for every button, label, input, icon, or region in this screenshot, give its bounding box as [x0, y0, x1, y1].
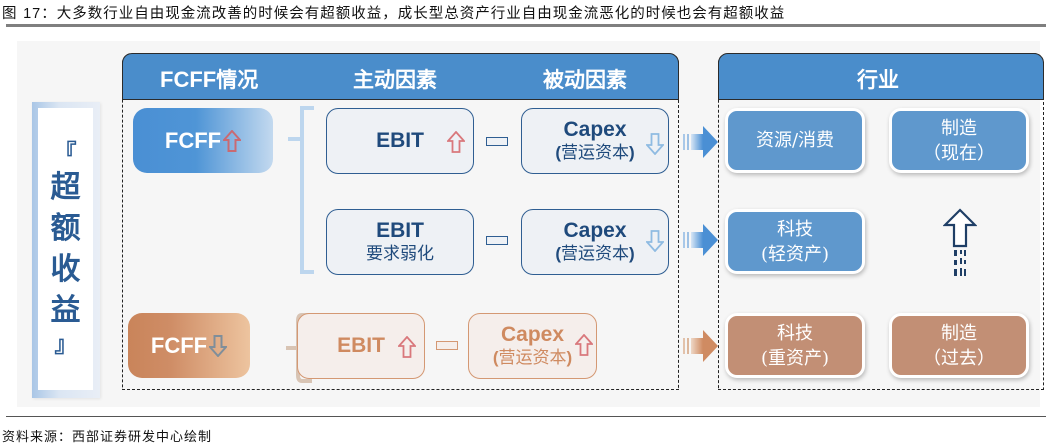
- ebit-box-brown: EBIT: [297, 313, 425, 379]
- factors-panel-header: FCFF情况 主动因素 被动因素: [122, 53, 679, 100]
- excess-return-label: 『 超 额 收 益 』: [32, 102, 100, 398]
- industry-note: (重资产): [760, 347, 830, 369]
- industry-name: 制造: [941, 322, 977, 344]
- paren: ): [629, 244, 635, 263]
- minus-operator-icon: [436, 341, 458, 350]
- industry-note: （过去）: [923, 347, 995, 369]
- label-char: 益: [50, 293, 81, 328]
- capex-box-brown: Capex (营运资本): [468, 313, 597, 379]
- ebit-label: EBIT: [376, 129, 424, 152]
- figure-number: 17: [23, 6, 42, 22]
- ebit-subtitle: 要求弱化: [366, 244, 434, 264]
- fcff-label: FCFF: [150, 332, 208, 358]
- industry-note: (轻资产): [760, 243, 830, 265]
- arrow-up-icon: [223, 129, 242, 152]
- label-close-bracket: 』: [54, 332, 77, 358]
- title-rule: [6, 24, 1046, 27]
- factors-panel: FCFF情况 主动因素 被动因素: [122, 53, 679, 390]
- ebit-weakened-box: EBIT 要求弱化: [326, 209, 474, 275]
- industry-name: 资源/消费: [755, 130, 835, 151]
- paren: ): [566, 348, 573, 367]
- ebit-box: EBIT: [326, 108, 474, 174]
- label-char: 超: [50, 170, 81, 205]
- fcff-label: FCFF: [164, 127, 222, 153]
- capex-label: Capex: [563, 219, 627, 242]
- paren: (: [555, 143, 561, 162]
- source-note: 资料来源：西部证券研发中心绘制: [2, 430, 213, 445]
- industry-tech-heavy-asset: 科技 (重资产): [725, 313, 865, 378]
- header-industry: 行业: [857, 67, 899, 92]
- arrow-up-icon: [575, 334, 593, 356]
- industry-name: 科技: [777, 218, 813, 240]
- header-fcff-latin: FCFF: [160, 67, 217, 92]
- label-open-bracket: 『: [54, 140, 77, 166]
- flow-arrow-icon: [683, 224, 718, 256]
- figure-title-prefix: 图: [2, 6, 24, 22]
- figure-title: 图 17：大多数行业自由现金流改善的时候会有超额收益，成长型总资产行业自由现金流…: [2, 2, 785, 23]
- minus-operator-icon: [486, 137, 508, 146]
- flow-arrow-icon: [683, 126, 718, 158]
- fcff-down-box: FCFF: [128, 313, 250, 378]
- industry-manufacturing-past: 制造 （过去）: [889, 313, 1029, 378]
- industry-panel: 行业: [718, 53, 1044, 390]
- arrow-down-icon: [646, 133, 664, 155]
- ebit-label: EBIT: [376, 219, 424, 242]
- figure-title-text: ：大多数行业自由现金流改善的时候会有超额收益，成长型总资产行业自由现金流恶化的时…: [41, 6, 786, 22]
- ebit-label: EBIT: [337, 334, 385, 357]
- arrow-up-icon: [398, 336, 416, 358]
- excess-return-label-inner: 『 超 额 收 益 』: [38, 108, 93, 390]
- industry-manufacturing-now: 制造 （现在）: [889, 108, 1029, 173]
- fcff-up-box: FCFF: [133, 108, 273, 173]
- header-passive-factors: 被动因素: [543, 67, 627, 92]
- arrow-down-icon: [646, 230, 664, 252]
- header-fcff-cn: 情况: [216, 67, 259, 92]
- label-char: 额: [50, 211, 81, 246]
- footer-rule: [6, 416, 1046, 417]
- flow-arrow-icon: [683, 330, 718, 362]
- capex-label: Capex: [500, 323, 565, 346]
- capex-label: Capex: [563, 118, 627, 141]
- arrow-down-icon: [209, 334, 228, 357]
- label-char: 收: [50, 252, 81, 287]
- industry-note: （现在）: [923, 142, 995, 164]
- transition-up-arrow-icon: [943, 208, 977, 276]
- industry-panel-header: 行业: [718, 53, 1044, 100]
- industry-tech-light-asset: 科技 (轻资产): [725, 209, 865, 274]
- blue-bracket-icon: [288, 106, 314, 274]
- capex-box: Capex (营运资本): [521, 209, 669, 275]
- industry-name: 制造: [941, 117, 977, 139]
- header-fcff: FCFF情况: [160, 64, 258, 94]
- working-capital-label: 营运资本: [561, 143, 629, 163]
- working-capital-label: 营运资本: [498, 348, 567, 368]
- paren: ): [629, 143, 635, 162]
- minus-operator-icon: [486, 236, 508, 245]
- arrow-up-icon: [447, 131, 465, 153]
- industry-name: 科技: [777, 322, 813, 344]
- header-active-factors: 主动因素: [353, 67, 437, 92]
- capex-box: Capex (营运资本): [521, 108, 669, 174]
- industry-resources-consumer: 资源/消费: [725, 108, 865, 173]
- working-capital-label: 营运资本: [561, 244, 629, 264]
- paren: (: [492, 348, 499, 367]
- paren: (: [555, 244, 561, 263]
